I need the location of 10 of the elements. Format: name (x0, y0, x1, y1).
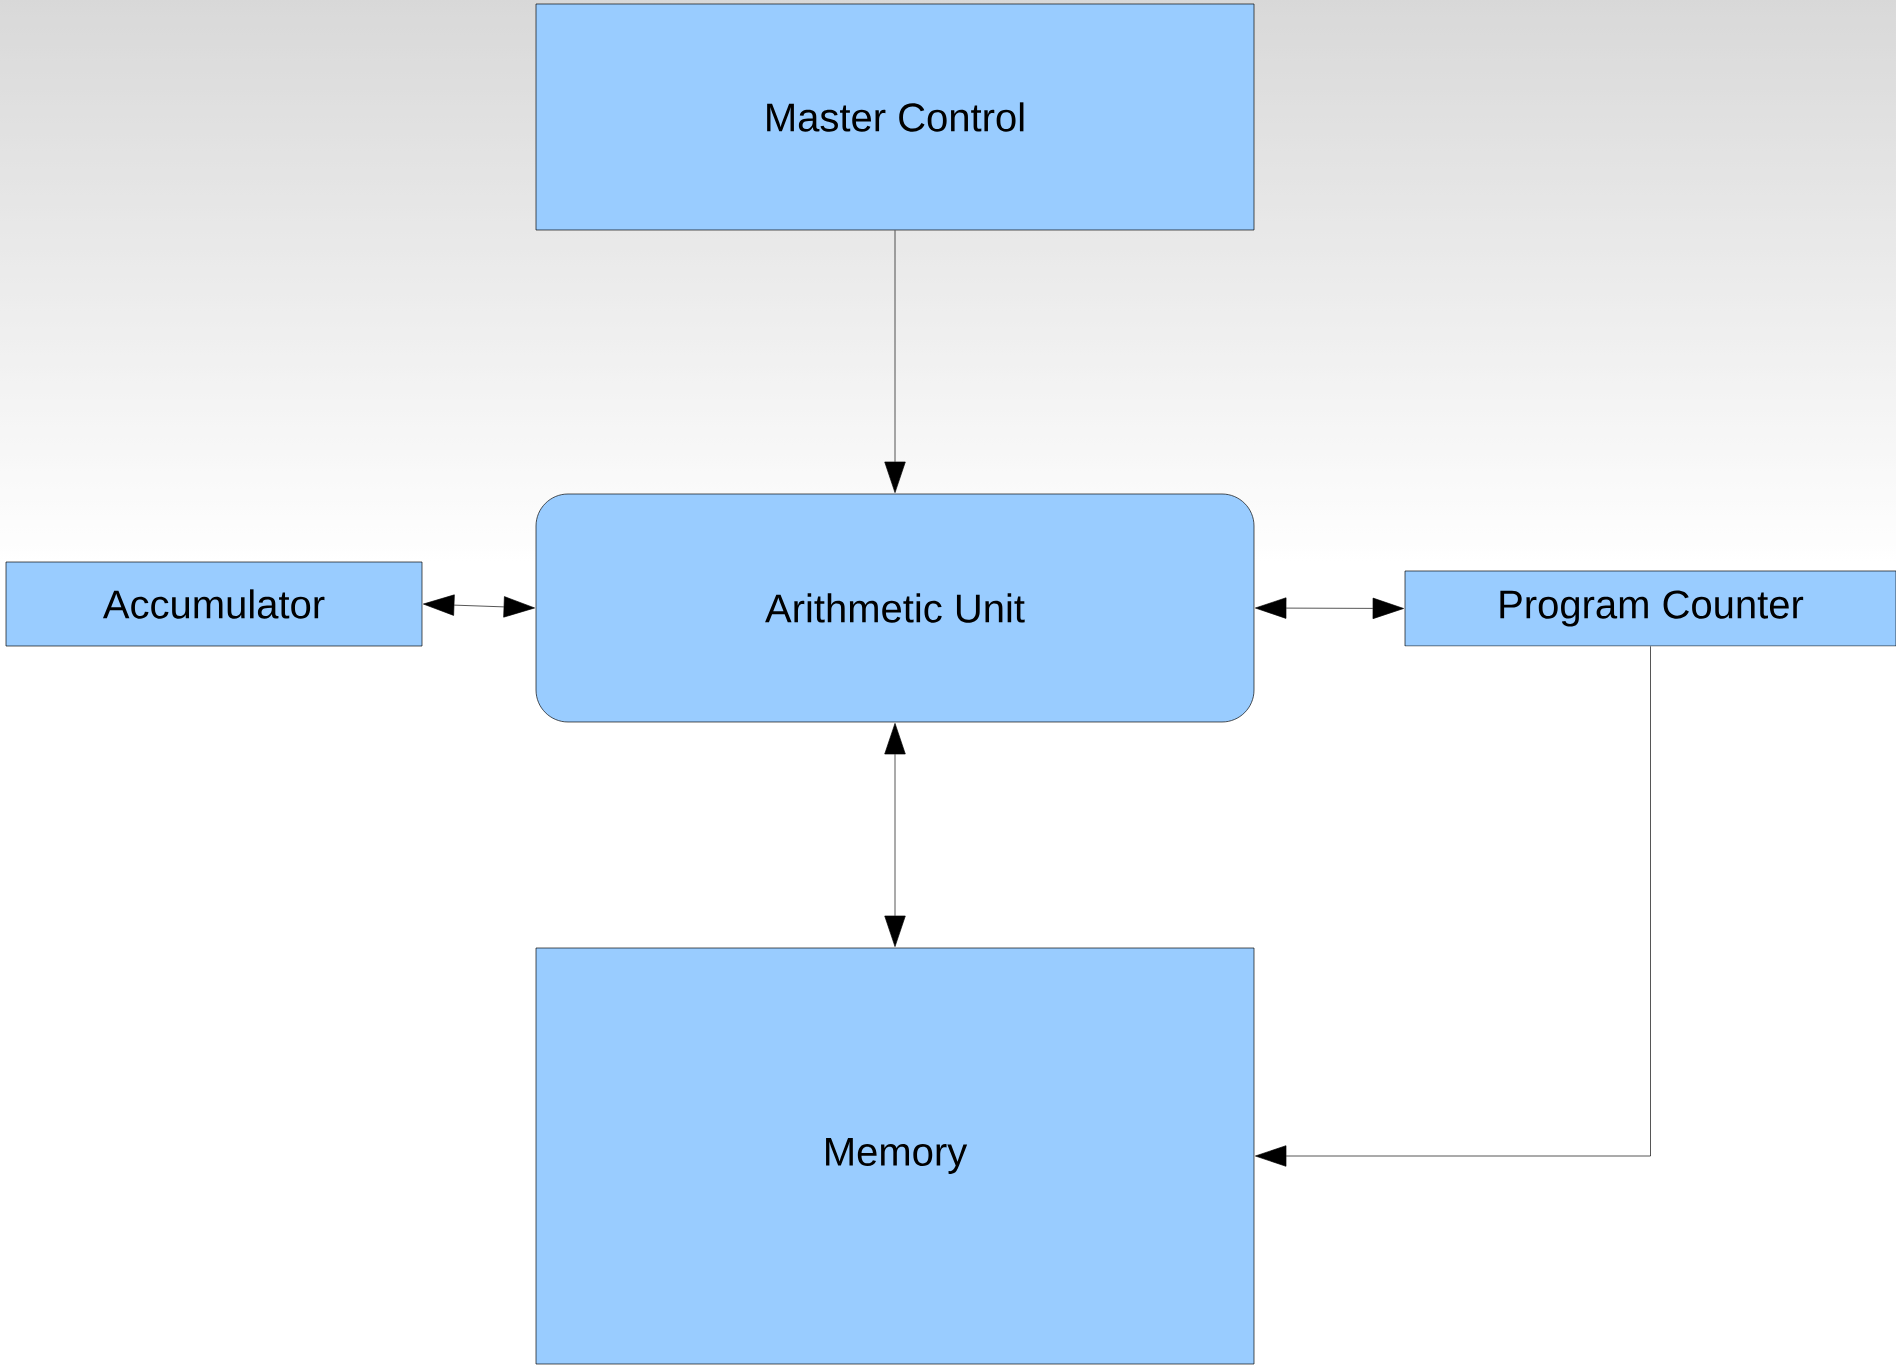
arrow (1255, 646, 1651, 1167)
process-box: Arithmetic Unit (535, 493, 1255, 723)
process-box: Master Control (535, 3, 1255, 231)
arrow (1255, 597, 1404, 620)
arrow (884, 230, 906, 493)
arrow (884, 723, 906, 947)
process-box: Program Counter (1404, 570, 1896, 647)
process-box: Accumulator (5, 561, 423, 647)
arrow (423, 594, 535, 618)
process-box: Memory (535, 947, 1255, 1365)
